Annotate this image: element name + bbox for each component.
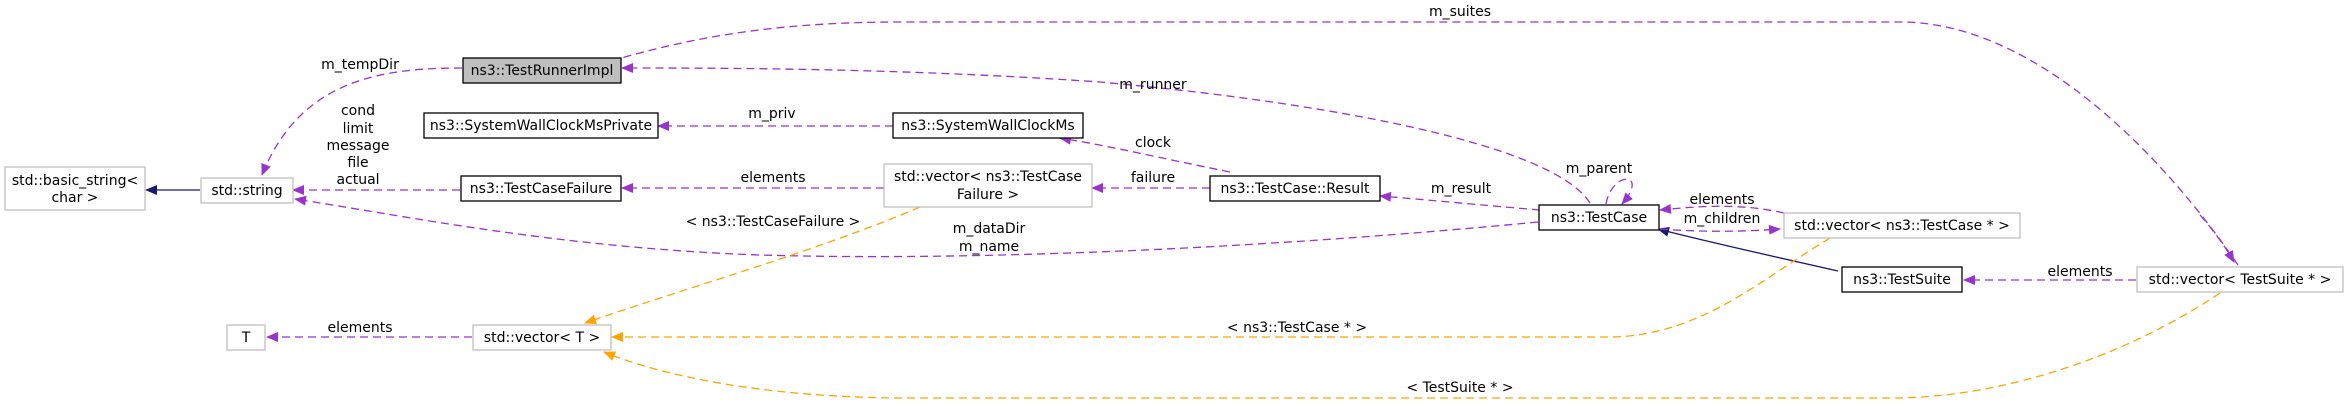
edge-elements-testcase bbox=[1659, 203, 1785, 214]
edge-tmpl-failure bbox=[584, 206, 921, 325]
node-test-suite-label: ns3::TestSuite bbox=[1853, 272, 1951, 288]
label-testcase-members: m_dataDir m_name bbox=[953, 221, 1026, 255]
label-message: message bbox=[327, 138, 390, 154]
label-m-name: m_name bbox=[959, 239, 1019, 255]
edge-m-result bbox=[1379, 191, 1541, 211]
node-test-case-label: ns3::TestCase bbox=[1551, 210, 1647, 226]
node-result-label: ns3::TestCase::Result bbox=[1220, 181, 1370, 197]
label-m-children: m_children bbox=[1684, 211, 1761, 227]
node-swcm-label: ns3::SystemWallClockMs bbox=[901, 118, 1074, 134]
label-clock: clock bbox=[1135, 135, 1172, 151]
label-elements-testsuite: elements bbox=[2047, 264, 2112, 280]
node-result[interactable]: ns3::TestCase::Result bbox=[1209, 175, 1381, 202]
node-vector-testcase[interactable]: std::vector< ns3::TestCase * > bbox=[1783, 212, 2021, 239]
nodes: std::basic_string< char > std::string T … bbox=[4, 57, 2344, 351]
node-T[interactable]: T bbox=[226, 324, 266, 351]
edge-testsuite-inherits-testcase bbox=[1657, 226, 1839, 272]
label-elements-failure: elements bbox=[740, 170, 805, 186]
label-cond: cond bbox=[341, 103, 375, 119]
node-vector-T[interactable]: std::vector< T > bbox=[472, 324, 612, 351]
node-test-runner-impl-label: ns3::TestRunnerImpl bbox=[471, 63, 614, 79]
node-test-suite[interactable]: ns3::TestSuite bbox=[1841, 266, 1963, 293]
node-vector-testcase-label: std::vector< ns3::TestCase * > bbox=[1794, 218, 2010, 234]
node-swcm-private[interactable]: ns3::SystemWallClockMsPrivate bbox=[423, 112, 659, 139]
edge-tmpl-testcase bbox=[611, 237, 1831, 342]
label-m-datadir: m_dataDir bbox=[953, 221, 1026, 237]
edge-m-runner bbox=[621, 63, 1591, 204]
edge-m-children bbox=[1659, 224, 1781, 235]
node-swcm[interactable]: ns3::SystemWallClockMs bbox=[892, 112, 1084, 139]
node-basic-string-line2: char > bbox=[51, 190, 98, 206]
label-m-suites: m_suites bbox=[1429, 4, 1491, 20]
label-file: file bbox=[347, 155, 368, 171]
node-std-string-label: std::string bbox=[211, 183, 282, 199]
node-vector-testsuite[interactable]: std::vector< TestSuite * > bbox=[2136, 266, 2344, 293]
edge-m-tempdir bbox=[261, 67, 463, 176]
node-vector-failure-line2: Failure > bbox=[957, 187, 1019, 203]
node-vector-T-label: std::vector< T > bbox=[484, 330, 600, 346]
label-actual: actual bbox=[336, 172, 379, 188]
label-tmpl-testsuite: < TestSuite * > bbox=[1406, 380, 1513, 396]
node-vector-testsuite-label: std::vector< TestSuite * > bbox=[2149, 272, 2332, 288]
node-vector-failure-line1: std::vector< ns3::TestCase bbox=[894, 169, 1082, 185]
edge-m-suites-head bbox=[2199, 214, 2235, 263]
label-tmpl-failure: < ns3::TestCaseFailure > bbox=[686, 214, 861, 230]
node-T-label: T bbox=[241, 330, 251, 346]
edge-testcase-members bbox=[294, 195, 1539, 258]
label-m-priv: m_priv bbox=[748, 106, 795, 122]
label-failure-members: cond limit message file actual bbox=[327, 103, 390, 188]
node-std-string[interactable]: std::string bbox=[200, 177, 294, 204]
label-elements-testcase: elements bbox=[1689, 192, 1754, 208]
label-elements-T: elements bbox=[327, 320, 392, 336]
edge-m-suites bbox=[620, 21, 2239, 266]
node-swcm-private-label: ns3::SystemWallClockMsPrivate bbox=[430, 118, 652, 134]
node-basic-string-line1: std::basic_string< bbox=[12, 173, 138, 189]
node-vector-failure[interactable]: std::vector< ns3::TestCase Failure > bbox=[883, 163, 1093, 208]
node-test-case-failure[interactable]: ns3::TestCaseFailure bbox=[460, 175, 622, 202]
edges bbox=[145, 21, 2239, 399]
label-tmpl-testcase: < ns3::TestCase * > bbox=[1227, 320, 1367, 336]
node-test-case-failure-label: ns3::TestCaseFailure bbox=[470, 181, 612, 197]
label-failure: failure bbox=[1131, 170, 1175, 186]
label-m-tempdir: m_tempDir bbox=[321, 57, 399, 73]
label-limit: limit bbox=[343, 121, 374, 137]
label-m-runner: m_runner bbox=[1119, 77, 1187, 93]
node-test-case[interactable]: ns3::TestCase bbox=[1538, 204, 1660, 231]
edge-m-parent bbox=[1605, 178, 1634, 205]
label-m-result: m_result bbox=[1431, 181, 1492, 197]
edge-labels: m_suites m_tempDir m_runner m_priv clock… bbox=[321, 4, 2112, 396]
edge-tmpl-testsuite bbox=[603, 292, 2221, 399]
edge-clock bbox=[1059, 134, 1231, 173]
node-basic-string[interactable]: std::basic_string< char > bbox=[4, 166, 146, 211]
label-m-parent: m_parent bbox=[1566, 161, 1633, 177]
node-test-runner-impl[interactable]: ns3::TestRunnerImpl bbox=[462, 57, 622, 84]
